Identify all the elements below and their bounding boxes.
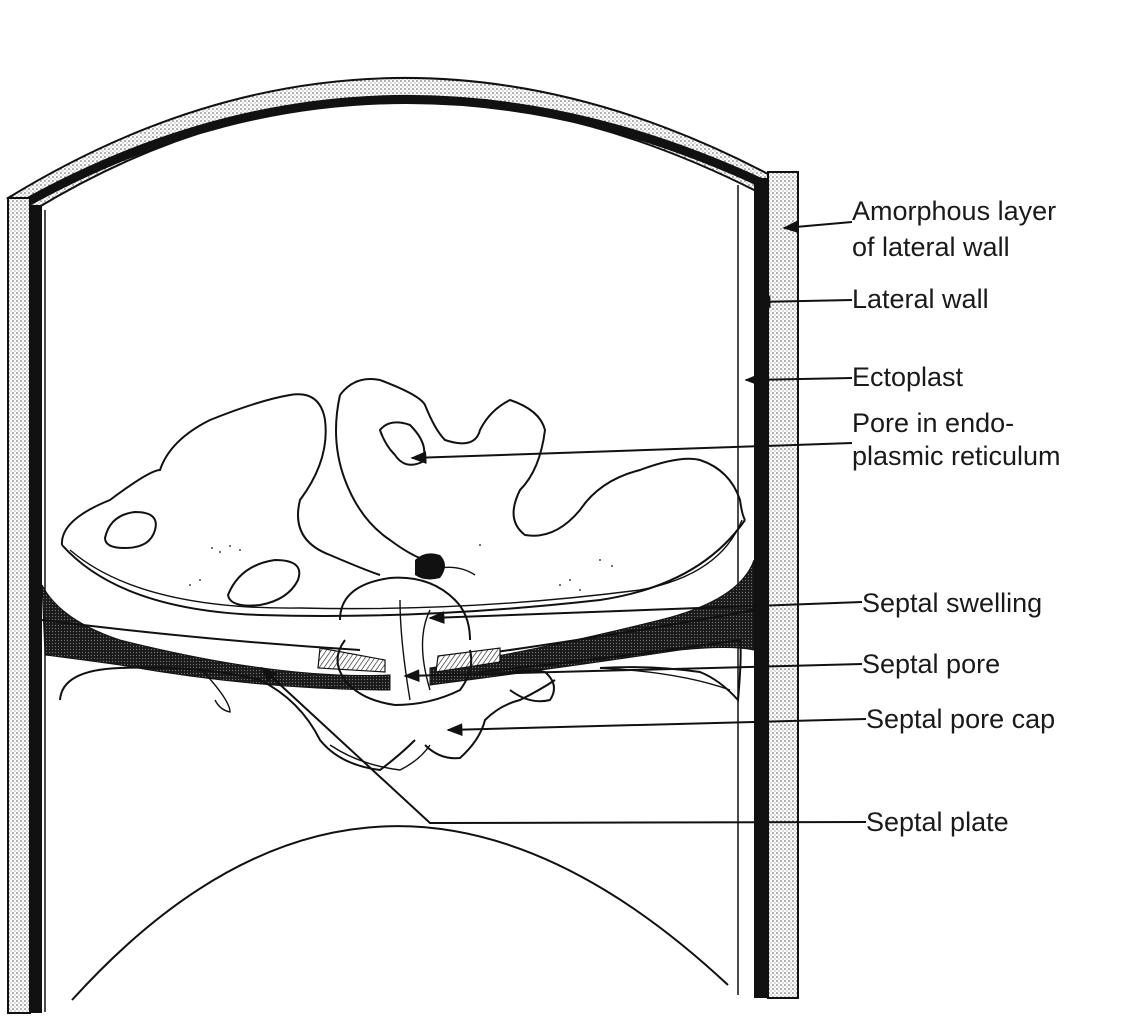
- left-lateral-wall: [8, 198, 45, 1013]
- label-ectoplast: Ectoplast: [852, 362, 964, 392]
- label-septal-plate: Septal plate: [866, 807, 1009, 837]
- labels: Amorphous layer of lateral wall Lateral …: [852, 196, 1061, 837]
- label-septal-pore-cap: Septal pore cap: [866, 704, 1055, 734]
- label-amorphous-layer-line1: Amorphous layer: [852, 196, 1056, 226]
- label-septal-swelling: Septal swelling: [862, 588, 1042, 618]
- top-dome-wall: [8, 78, 770, 210]
- endoplasmic-reticulum: [62, 379, 745, 606]
- label-pore-in-er-line2: plasmic reticulum: [852, 441, 1061, 471]
- label-pore-in-er-line1: Pore in endo-: [852, 408, 1014, 438]
- label-lateral-wall: Lateral wall: [852, 284, 989, 314]
- lower-cell-arch: [72, 826, 728, 1000]
- leader-septal-pore-cap: [448, 719, 866, 730]
- label-septal-pore: Septal pore: [862, 649, 1000, 679]
- label-amorphous-layer-line2: of lateral wall: [852, 232, 1010, 262]
- upper-cell-membrane: [62, 520, 745, 616]
